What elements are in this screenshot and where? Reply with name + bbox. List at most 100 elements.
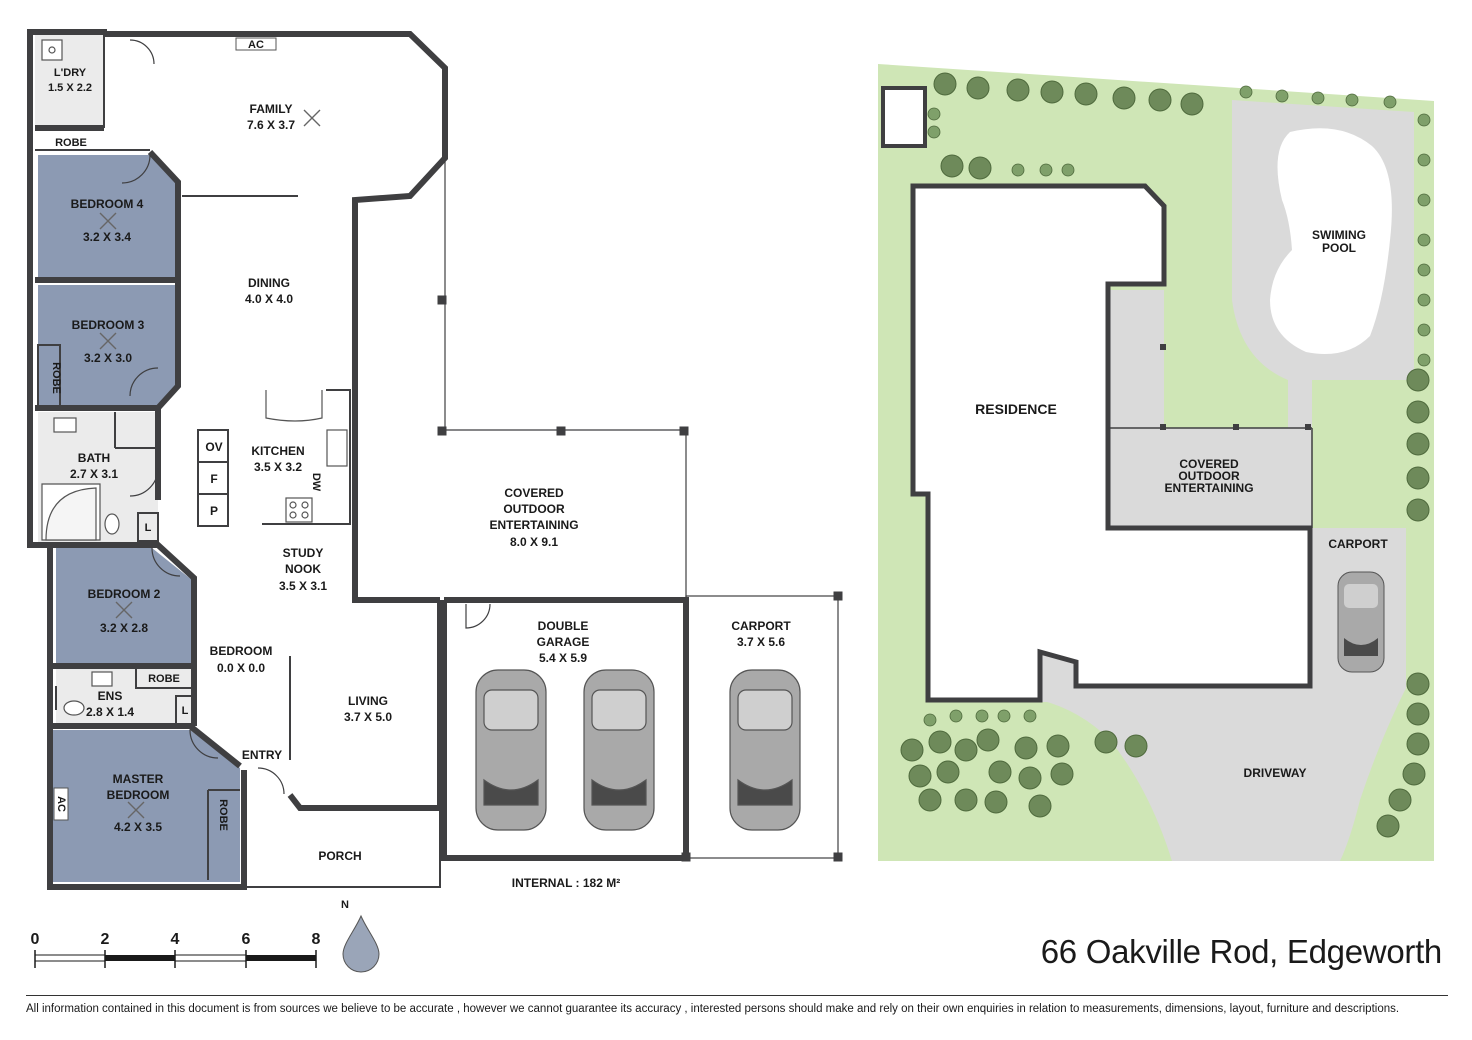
kitchen-label: KITCHEN	[251, 444, 304, 458]
shrub-icon	[1011, 163, 1025, 177]
covered-label-3: ENTERTAINING	[489, 518, 578, 532]
master-size: 4.2 X 3.5	[114, 820, 162, 834]
bedroom4-label: BEDROOM 4	[71, 197, 144, 211]
tree-icon	[1018, 766, 1042, 790]
shrub-icon	[1417, 323, 1431, 337]
shrub-icon	[1417, 233, 1431, 247]
laundry-size: 1.5 X 2.2	[48, 82, 92, 94]
shrub-icon	[1417, 113, 1431, 127]
bedroom4-size: 3.2 X 3.4	[83, 230, 131, 244]
site-covered-label-1: COVERED	[1179, 457, 1239, 471]
kitchen-size: 3.5 X 3.2	[254, 460, 302, 474]
toilet-icon	[63, 700, 85, 716]
fixture-labels: AC AC OV F P L L DW	[53, 37, 322, 821]
bedroom2-size: 3.2 X 2.8	[100, 621, 148, 635]
tree-icon	[1406, 702, 1430, 726]
tree-icon	[954, 788, 978, 812]
dining-label: DINING	[248, 276, 290, 290]
site-covered-label-2: OUTDOOR	[1178, 469, 1240, 483]
site-labels: RESIDENCE SWIMING POOL COVERED OUTDOOR E…	[975, 228, 1388, 780]
shrub-icon	[927, 107, 941, 121]
tree-icon	[1406, 498, 1430, 522]
north-label: N	[341, 899, 349, 911]
study-label-2: NOOK	[285, 562, 321, 576]
site-residence-label: RESIDENCE	[975, 401, 1057, 417]
shrub-icon	[997, 709, 1011, 723]
tree-icon	[966, 76, 990, 100]
tree-icon	[1074, 82, 1098, 106]
bedroom4-floor	[38, 155, 178, 278]
site-shed	[881, 86, 927, 148]
tree-icon	[940, 154, 964, 178]
tree-icon	[1014, 736, 1038, 760]
ens-label: ENS	[98, 689, 123, 703]
doors	[121, 39, 491, 795]
fixtures	[41, 39, 348, 716]
laundry-label: L'DRY	[54, 67, 87, 79]
shrub-icon	[1417, 153, 1431, 167]
car-icon	[729, 669, 801, 831]
site-covered-paving	[1108, 428, 1312, 528]
study-size: 3.5 X 3.1	[279, 579, 327, 593]
robe-label: ROBE	[55, 137, 87, 149]
carport-label: CARPORT	[731, 619, 791, 633]
tree-icon	[1406, 432, 1430, 456]
bedroom3-size: 3.2 X 3.0	[84, 351, 132, 365]
tree-icon	[1028, 794, 1052, 818]
tree-icon	[918, 788, 942, 812]
tree-icon	[1406, 400, 1430, 424]
shrub-icon	[1345, 93, 1359, 107]
property-address: 66 Oakville Rod, Edgeworth	[1040, 933, 1443, 970]
car-icon	[475, 669, 547, 831]
fridge-label: F	[210, 472, 217, 486]
dining-size: 4.0 X 4.0	[245, 292, 293, 306]
master-label-2: BEDROOM	[107, 788, 170, 802]
oven-label: OV	[205, 440, 222, 454]
linen-label: L	[182, 705, 189, 717]
tree-icon	[1124, 734, 1148, 758]
carport-size: 3.7 X 5.6	[737, 635, 785, 649]
garage-label-2: GARAGE	[537, 635, 590, 649]
tree-icon	[1406, 368, 1430, 392]
divider	[26, 995, 1448, 996]
covered-size: 8.0 X 9.1	[510, 535, 558, 549]
tree-icon	[1046, 734, 1070, 758]
shrub-icon	[927, 125, 941, 139]
site-pool-label-1: SWIMING	[1312, 228, 1366, 242]
study-label-1: STUDY	[283, 546, 324, 560]
bedroom-size: 0.0 X 0.0	[217, 661, 265, 675]
shrub-icon	[1417, 293, 1431, 307]
porch-label: PORCH	[318, 849, 361, 863]
tree-icon	[1406, 466, 1430, 490]
toilet-icon	[104, 513, 120, 535]
bath-label: BATH	[78, 451, 110, 465]
tree-icon	[1402, 762, 1426, 786]
north-arrow-icon: N	[341, 899, 380, 973]
robe-label: ROBE	[50, 362, 62, 394]
tree-icon	[976, 728, 1000, 752]
shrub-icon	[949, 709, 963, 723]
outdoor-structures	[437, 158, 843, 862]
shrub-icon	[1023, 709, 1037, 723]
scale-2: 2	[101, 931, 110, 948]
swimming-pool	[1270, 128, 1392, 354]
cars	[475, 669, 801, 831]
shrub-icon	[1239, 85, 1253, 99]
tree-icon	[928, 730, 952, 754]
tree-icon	[1040, 80, 1064, 104]
tree-icon	[1180, 92, 1204, 116]
tree-icon	[1406, 672, 1430, 696]
scale-0: 0	[31, 931, 40, 948]
living-size: 3.7 X 5.0	[344, 710, 392, 724]
tree-icon	[936, 760, 960, 784]
site-paving-strip	[1108, 290, 1164, 428]
tree-icon	[984, 790, 1008, 814]
robe-label: ROBE	[217, 799, 229, 831]
garage-size: 5.4 X 5.9	[539, 651, 587, 665]
tree-icon	[1094, 730, 1118, 754]
site-residence	[910, 183, 1313, 703]
tree-icon	[1388, 788, 1412, 812]
site-pool-label-2: POOL	[1322, 241, 1356, 255]
tree-icon	[1406, 732, 1430, 756]
